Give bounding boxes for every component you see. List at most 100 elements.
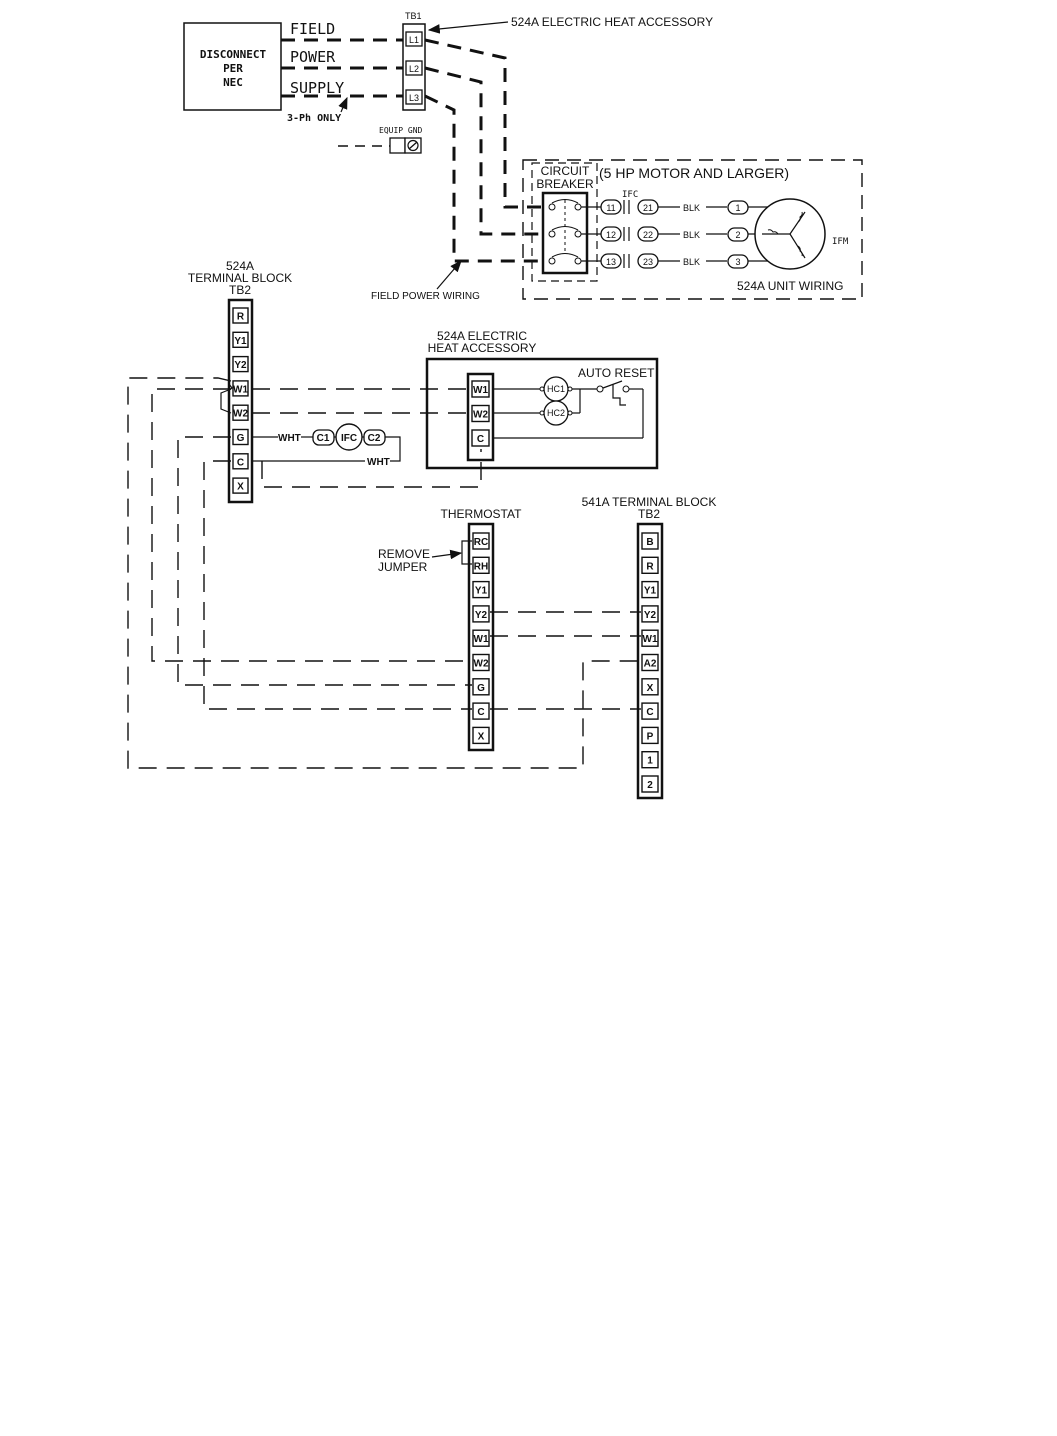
contact-13: 13 <box>606 257 616 267</box>
heat-accessory-callout: 524A ELECTRIC HEAT ACCESSORY <box>511 15 713 29</box>
tb2-524a-terminal-label: G <box>237 433 245 444</box>
thermostat-terminal-label: RC <box>474 537 488 548</box>
tb1-terminal-block: L1 L2 L3 <box>402 23 426 111</box>
thermostat-terminal-label: Y1 <box>475 586 488 597</box>
contact-11: 11 <box>606 203 615 213</box>
hc2-label: HC2 <box>547 408 565 418</box>
heat-accessory-terminal-label: W1 <box>473 385 488 396</box>
ifc-contactor-label: IFC <box>622 190 638 200</box>
thermostat-terminal <box>472 629 490 647</box>
low-voltage-field-wiring <box>127 377 641 769</box>
tb2-541a-terminal-label: A2 <box>644 659 657 670</box>
tb2-524a-line-1: 524A <box>226 259 254 273</box>
wht-label-1: WHT <box>278 433 301 444</box>
thermostat-terminal-label: RH <box>474 561 488 572</box>
wht-label-2: WHT <box>367 457 390 468</box>
ifm-label: IFM <box>832 237 849 247</box>
remove-jumper-line-2: JUMPER <box>378 560 428 574</box>
contact-23: 23 <box>643 257 653 267</box>
heat-box-line-2: HEAT ACCESSORY <box>428 341 537 355</box>
three-ph-only-label: 3-Ph ONLY <box>287 113 341 124</box>
tb2-541a-line-2: TB2 <box>638 507 660 521</box>
heat-accessory-terminal <box>471 404 490 423</box>
auto-reset-switch-icon <box>596 380 644 438</box>
contactor-row-3: 13 23 BLK 3 <box>581 252 791 269</box>
thermostat-terminal-label: C <box>477 707 484 718</box>
tb2-541a-terminal <box>641 702 659 720</box>
c1-label: C1 <box>317 433 330 444</box>
tb2-524a-terminal <box>232 404 249 421</box>
tb2-541a-terminal-label: C <box>646 707 653 718</box>
motor-lead-3: 3 <box>735 257 740 267</box>
tb2-524a-terminal-label: W2 <box>233 409 248 420</box>
tb2-524a-terminal <box>232 380 249 397</box>
ifm-motor-icon <box>754 198 826 270</box>
unit-wiring-footer: 524A UNIT WIRING <box>737 279 843 293</box>
thermostat-terminal-label: G <box>477 683 485 694</box>
tb2-541a-terminal <box>641 775 659 793</box>
tb2-541a-terminal-label: X <box>647 683 654 694</box>
tb2-541a-terminal <box>641 751 659 769</box>
circuit-breaker-line-1: CIRCUIT <box>541 164 590 178</box>
tb2-541a-terminal-label: P <box>647 731 654 742</box>
tb2-524a-terminal <box>232 477 249 494</box>
ifc-relay-icon: C1 IFC C2 <box>312 423 386 451</box>
disconnect-line-2: PER <box>223 62 243 75</box>
auto-reset-label: AUTO RESET <box>578 366 655 380</box>
heater-hc2-icon: HC2 <box>539 400 573 426</box>
contact-12: 12 <box>606 230 616 240</box>
tb2-541a-terminal-label: Y1 <box>644 586 657 597</box>
thermostat-terminal <box>472 580 490 599</box>
thermostat-terminal <box>472 532 490 550</box>
tb2-541a-terminal <box>641 629 659 647</box>
contactor-row-1: 11 21 BLK 1 <box>581 199 791 216</box>
tb2-w1-w2-jumper <box>220 388 232 414</box>
disconnect-line-1: DISCONNECT <box>200 48 267 61</box>
tb2-524a-terminal-label: X <box>237 482 244 493</box>
thermostat-terminal <box>472 678 490 696</box>
thermostat-terminal <box>472 726 490 745</box>
tb2-541a-terminal <box>641 605 659 623</box>
tb2-541a-terminal <box>641 556 659 574</box>
heat-accessory-terminal-label: W2 <box>473 410 488 421</box>
ground-terminal-icon <box>389 137 422 154</box>
tb2-524a-terminal-label: Y1 <box>234 336 247 347</box>
wire-blk-2: BLK <box>683 230 700 240</box>
c2-label: C2 <box>368 433 381 444</box>
field-label: FIELD <box>290 20 335 38</box>
tb2-524a-terminal-label: C <box>237 457 244 468</box>
tb2-524a-line-2: TERMINAL BLOCK <box>188 271 292 285</box>
heat-accessory-terminal <box>471 380 490 398</box>
tb2-541a-terminal-label: B <box>646 537 653 548</box>
thermostat-terminal <box>472 653 490 672</box>
heat-accessory-terminal-label: C <box>477 434 484 445</box>
tb2-524a-terminal-label: R <box>237 312 245 323</box>
contactor-row-2: 12 22 BLK 2 <box>581 226 770 242</box>
remove-jumper-line-1: REMOVE <box>378 547 430 561</box>
thermostat-terminal-label: W2 <box>474 659 489 670</box>
unit-wiring-title: (5 HP MOTOR AND LARGER) <box>599 165 789 181</box>
equip-gnd-label: EQUIP GND <box>379 126 423 135</box>
tb2-524a-terminal <box>232 453 249 470</box>
thermostat-terminal <box>472 702 490 720</box>
hc1-label: HC1 <box>547 384 565 394</box>
wire-blk-1: BLK <box>683 203 700 213</box>
tb1-label: TB1 <box>405 11 422 21</box>
tb2-541a-terminal-label: Y2 <box>644 610 657 621</box>
tb2-524a-terminal <box>232 355 249 373</box>
tb2-541a-terminal-label: W1 <box>643 634 658 645</box>
tb2-541a-terminal <box>641 678 659 696</box>
tb2-541a-terminal <box>641 726 659 745</box>
contact-22: 22 <box>643 230 653 240</box>
field-power-wiring <box>424 38 547 263</box>
ifc-coil-label: IFC <box>341 433 357 444</box>
tb2-524a-terminal-label: Y2 <box>234 360 247 371</box>
tb2-524a-terminal <box>232 331 249 348</box>
field-power-wiring-label: FIELD POWER WIRING <box>371 291 480 302</box>
wire-blk-3: BLK <box>683 257 700 267</box>
disconnect-line-3: NEC <box>223 76 243 89</box>
